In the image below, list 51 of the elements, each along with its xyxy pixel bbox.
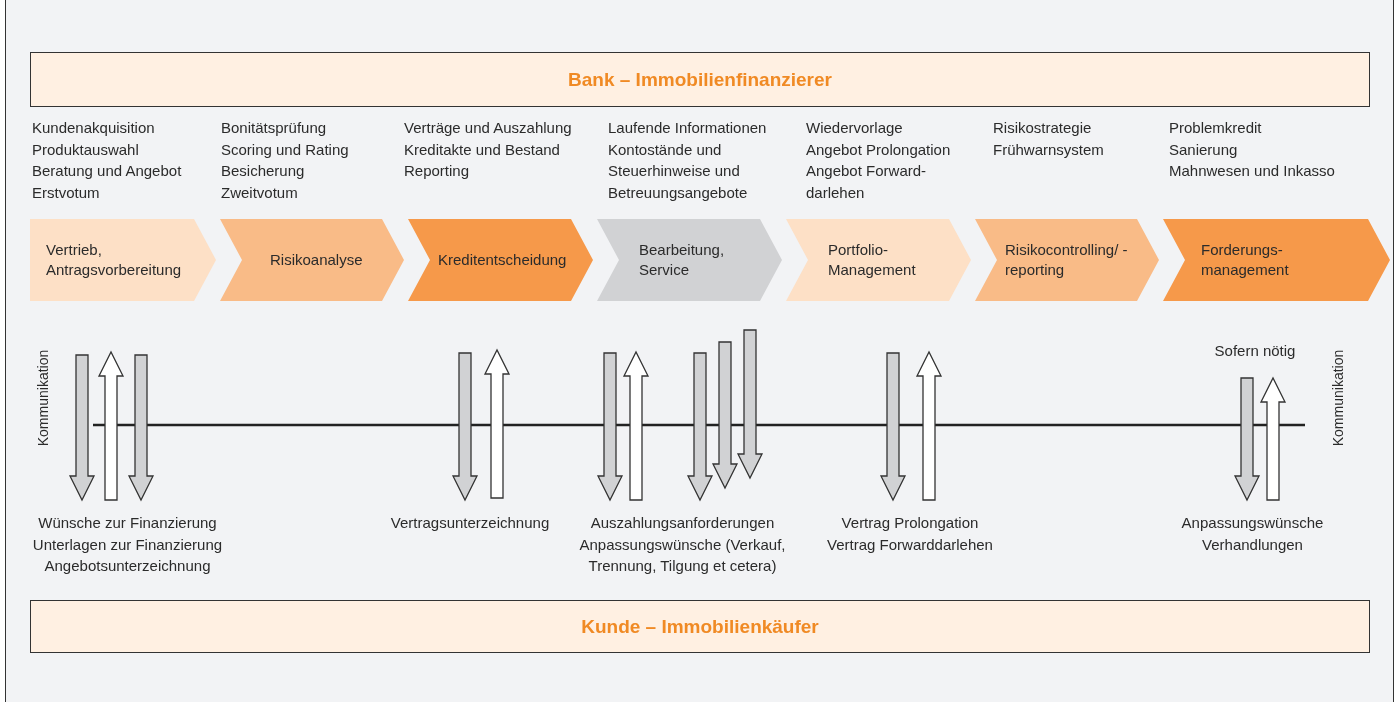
note-text: Vertragsunterzeichnung bbox=[390, 513, 550, 533]
note-text: Sofern nötig bbox=[1214, 341, 1296, 361]
task-item: Wiedervorlage bbox=[806, 118, 903, 138]
task-item: Kundenakquisition bbox=[32, 118, 155, 138]
process-step bbox=[597, 219, 782, 301]
note-text: Anpassungswünsche (Verkauf, Trennung, Tilgung et cetera) bbox=[578, 534, 787, 576]
swimlane-band bbox=[30, 600, 1370, 653]
task-item: Reporting bbox=[404, 161, 470, 181]
task-item: Angebot Forward-darlehen bbox=[806, 161, 928, 203]
process-step bbox=[30, 219, 216, 301]
note-text: Vertrag Prolongation bbox=[841, 513, 979, 533]
task-item: Problemkredit bbox=[1169, 118, 1262, 138]
task-item: Produktauswahl bbox=[32, 139, 139, 160]
swimlane-band bbox=[30, 52, 1370, 107]
task-item: Sanierung bbox=[1169, 139, 1238, 160]
phase-label: Risikocontrolling/ -reporting bbox=[1005, 239, 1129, 280]
task-item: Zweitvotum bbox=[221, 182, 298, 203]
note-text: Vertrag Forwarddarlehen bbox=[827, 534, 993, 555]
note-text: Angebotsunterzeichnung bbox=[44, 556, 211, 576]
task-item: Besicherung bbox=[221, 161, 305, 181]
phase-label: Vertrieb, Antragsvorbereitung bbox=[46, 239, 183, 280]
task-item: Mahnwesen und Inkasso bbox=[1169, 161, 1335, 181]
axis-label: Kommunikation bbox=[35, 349, 51, 447]
process-step bbox=[786, 219, 971, 301]
phase-label: Bearbeitung, Service bbox=[639, 239, 726, 280]
task-item: Angebot Prolongation bbox=[806, 139, 951, 160]
task-item: Verträge und Auszahlung bbox=[404, 118, 572, 138]
task-item: Erstvotum bbox=[32, 182, 100, 203]
task-item: Kreditakte und Bestand bbox=[404, 139, 560, 160]
axis-label: Kommunikation bbox=[1330, 349, 1346, 447]
note-text: Unterlagen zur Finanzierung bbox=[32, 534, 223, 555]
note-text: Anpassungswünsche bbox=[1181, 513, 1324, 533]
process-step bbox=[975, 219, 1159, 301]
task-item: Laufende Informationen bbox=[608, 118, 767, 138]
note-text: Verhandlungen bbox=[1202, 534, 1303, 555]
task-item: Kontostände und Steuerhinweise und Betreuungsangebote bbox=[608, 139, 749, 203]
phase-label: Kreditentscheidung bbox=[438, 249, 567, 270]
task-item: Risikostrategie bbox=[993, 118, 1092, 138]
task-item: Bonitätsprüfung bbox=[221, 118, 327, 138]
note-text: Wünsche zur Finanzierung bbox=[38, 513, 217, 533]
band-title: Bank – Immobilienfinanzierer bbox=[568, 68, 832, 91]
phase-label: Portfolio-Management bbox=[828, 239, 917, 280]
task-item: Frühwarnsystem bbox=[993, 139, 1104, 160]
task-item: Scoring und Rating bbox=[221, 139, 349, 160]
band-title: Kunde – Immobilienkäufer bbox=[581, 615, 819, 638]
process-step bbox=[220, 219, 404, 301]
process-step bbox=[408, 219, 593, 301]
phase-label: Forderungs-management bbox=[1201, 239, 1290, 280]
phase-label: Risikoanalyse bbox=[270, 249, 363, 270]
note-text: Auszahlungsanforderungen bbox=[590, 513, 775, 533]
task-item: Beratung und Angebot bbox=[32, 161, 182, 181]
